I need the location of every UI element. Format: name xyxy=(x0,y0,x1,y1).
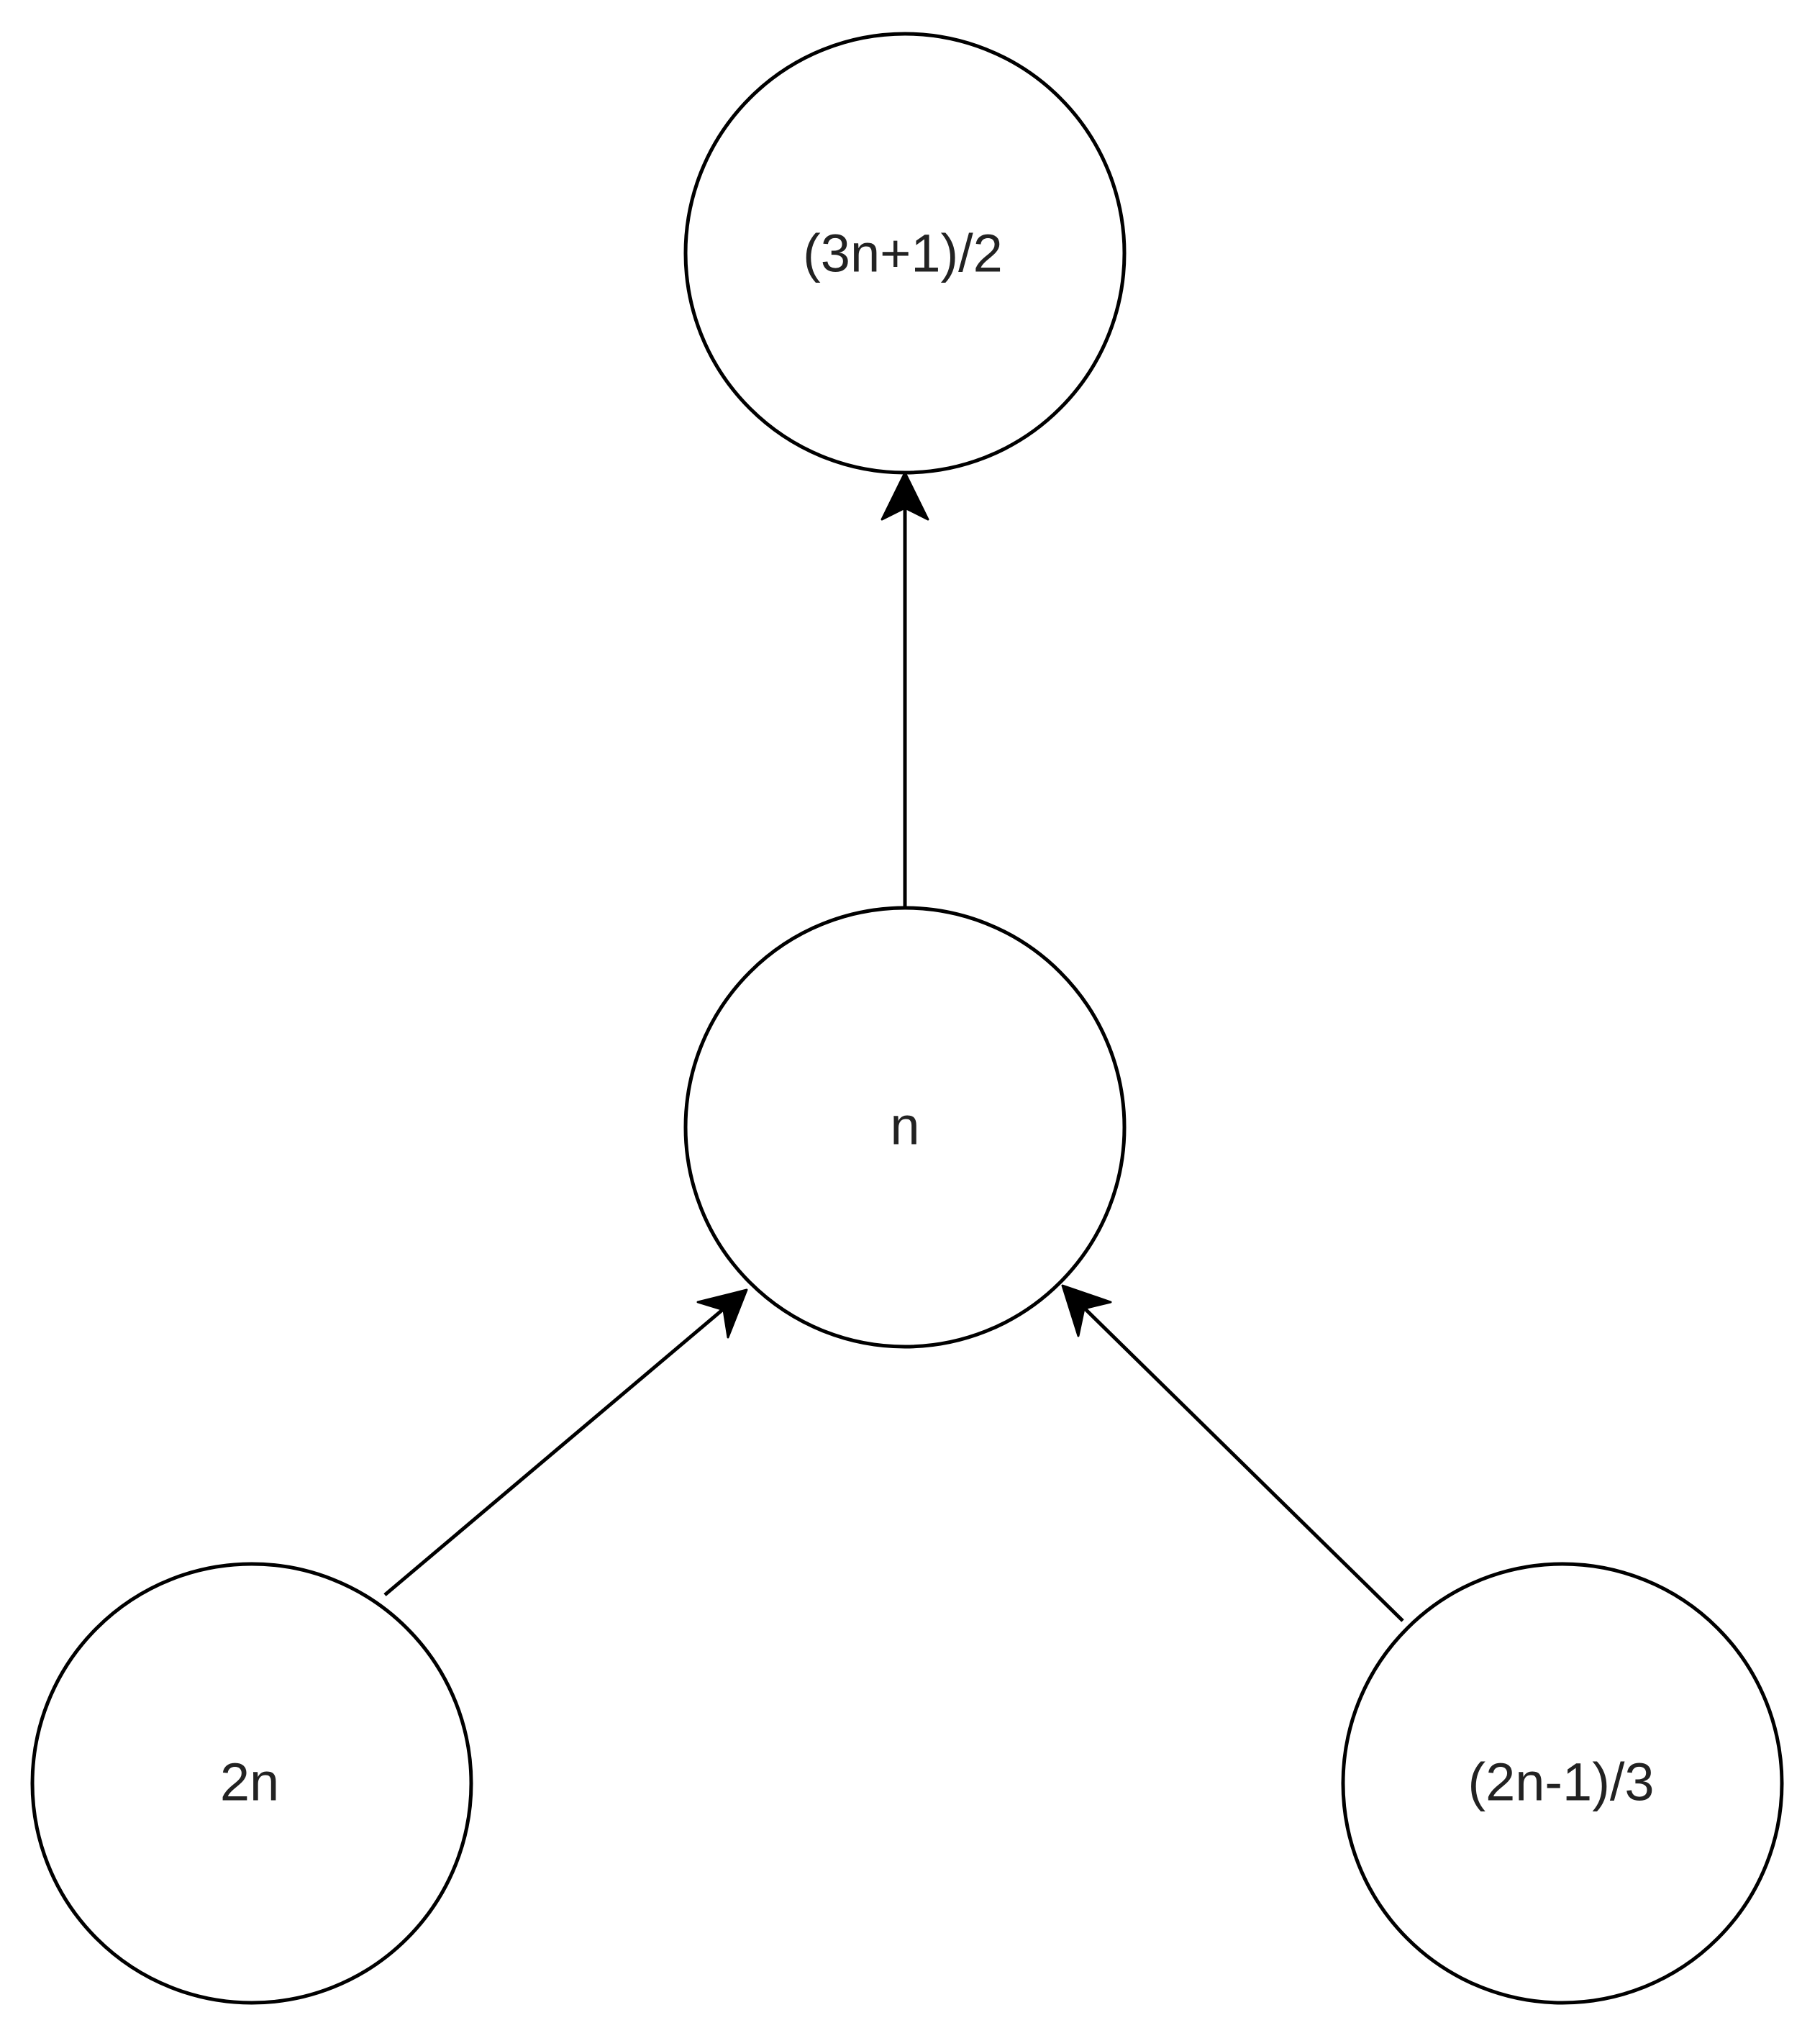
edge-right-to-center xyxy=(1061,1284,1404,1622)
edges xyxy=(383,471,1404,1622)
edge-center-to-top xyxy=(881,471,929,908)
arrowhead-left xyxy=(696,1288,748,1339)
node-left: 2n xyxy=(30,1562,473,2005)
node-top: (3n+1)/2 xyxy=(683,32,1127,475)
node-right-label: (2n-1)/3 xyxy=(1468,1752,1654,1812)
node-center: n xyxy=(683,906,1127,1349)
arrowhead-right xyxy=(1061,1284,1112,1337)
node-left-label: 2n xyxy=(220,1752,279,1812)
node-center-label: n xyxy=(890,1096,919,1156)
edge-left-to-center xyxy=(383,1288,748,1596)
node-top-label: (3n+1)/2 xyxy=(803,224,1003,283)
node-right: (2n-1)/3 xyxy=(1341,1562,1784,2005)
arrowhead-top xyxy=(881,471,929,521)
